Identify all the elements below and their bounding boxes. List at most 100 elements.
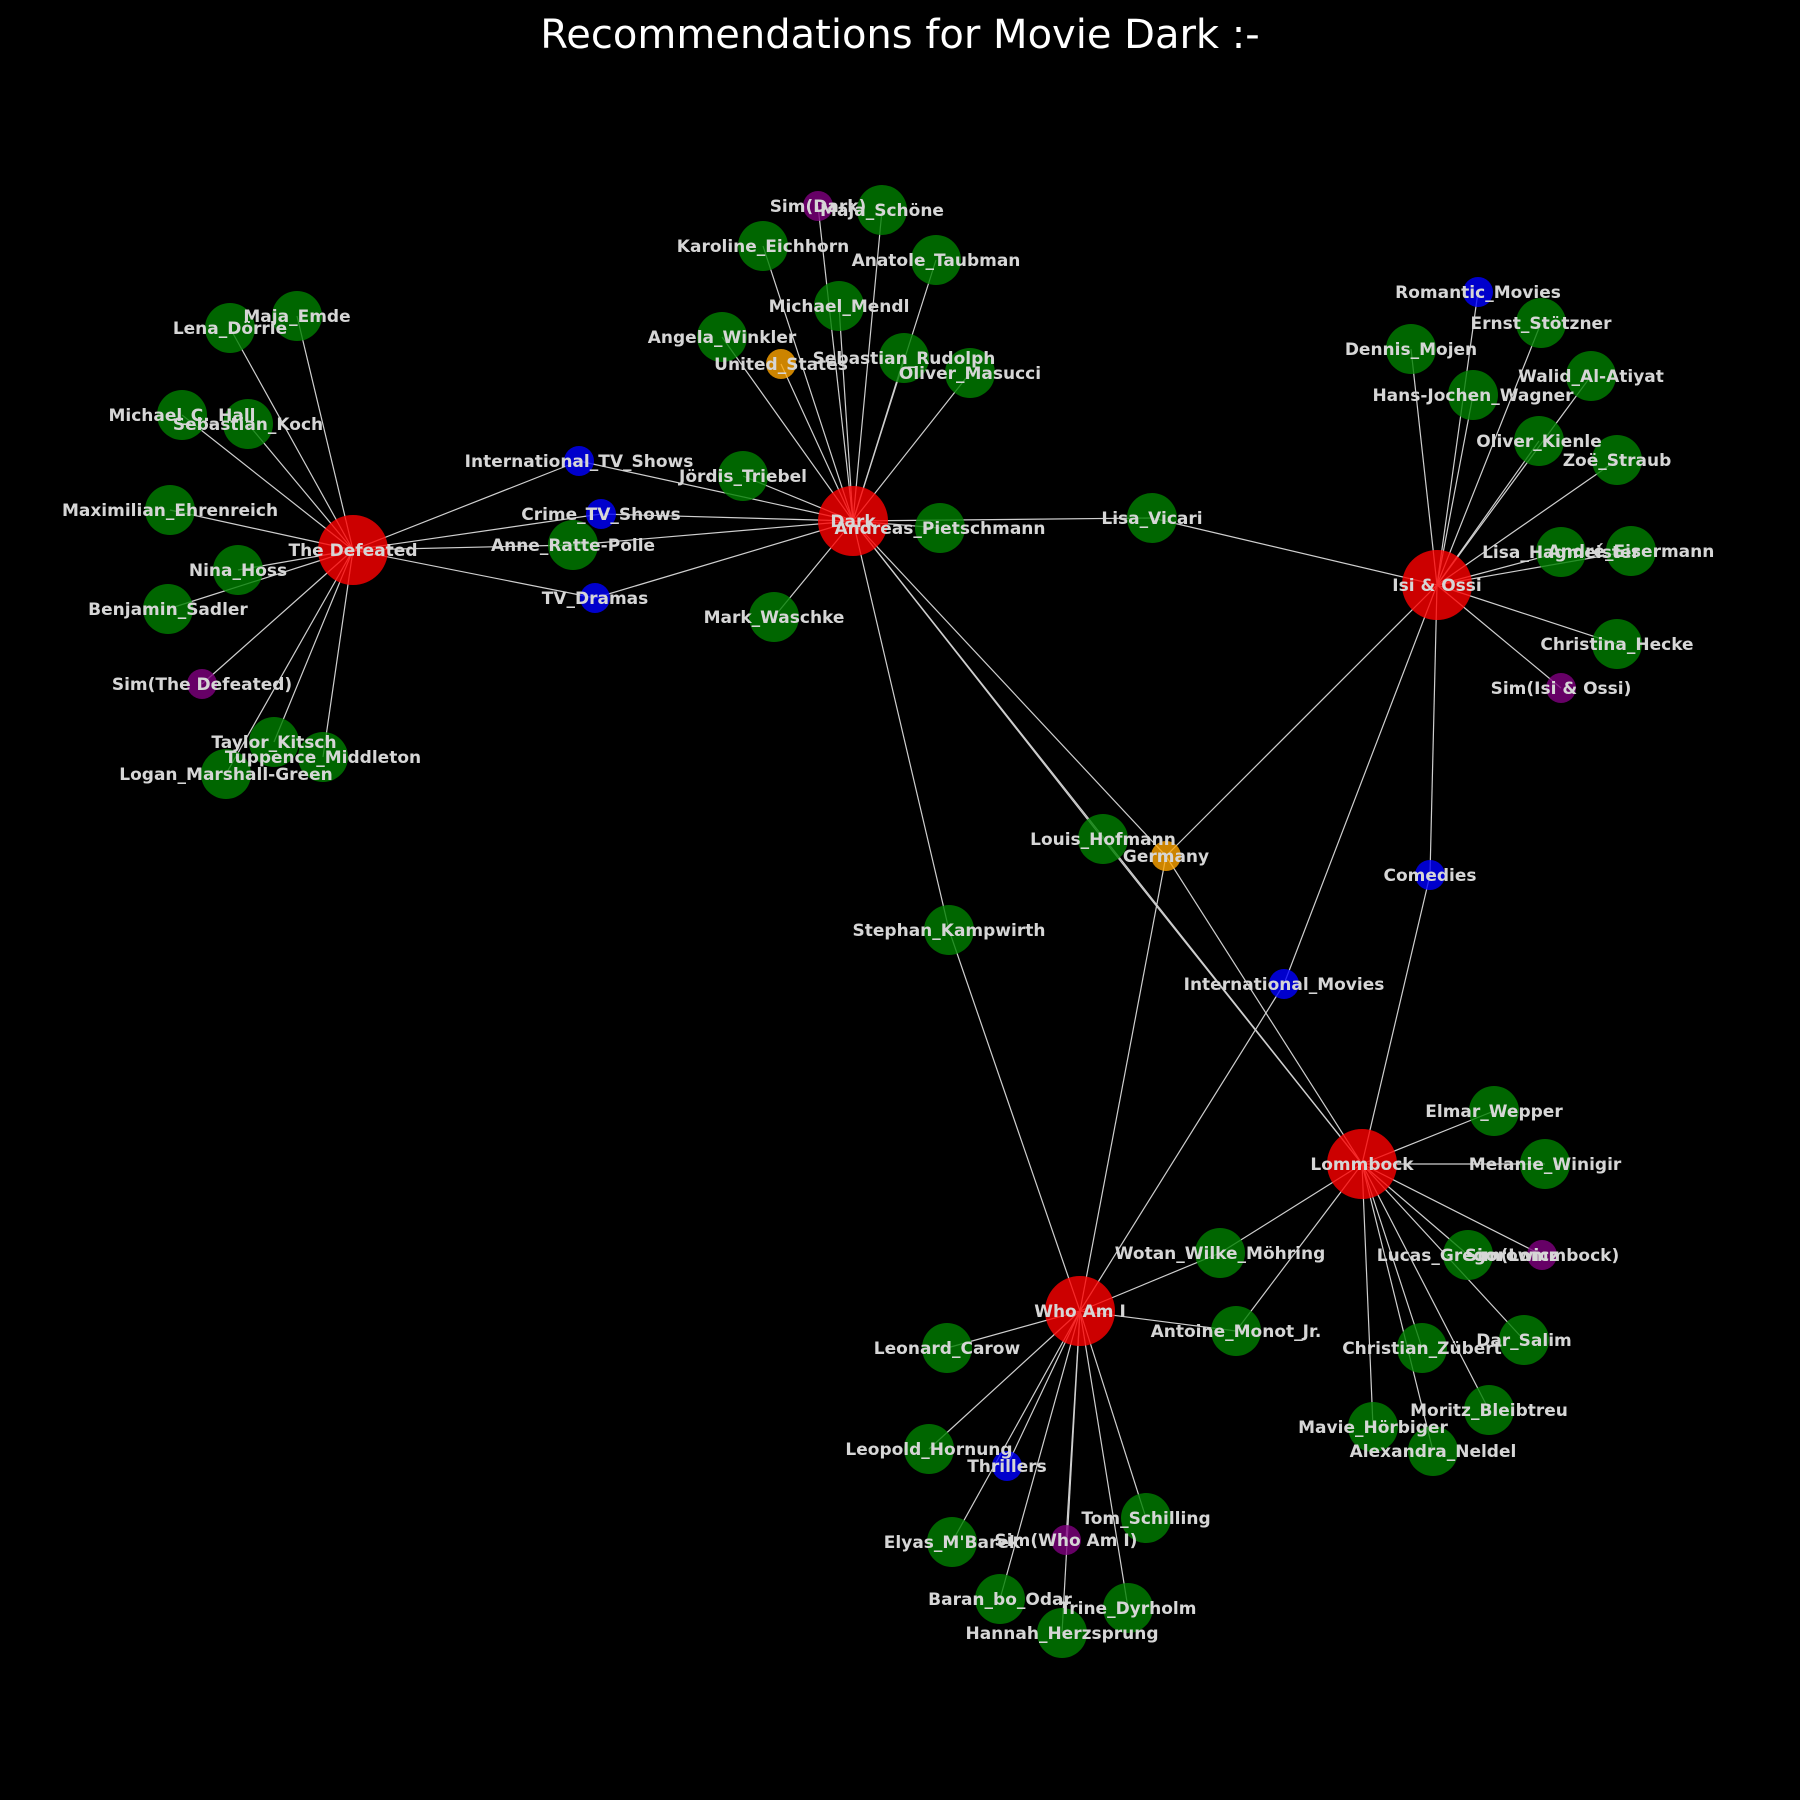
node-label-sebastian-rudolph: Sebastian_Rudolph [813,349,996,369]
node-actor-anatole-taubman [911,235,961,285]
edge-isi-ossi-international-movies [1283,584,1438,985]
node-actor-karoline-eichhorn [738,221,788,271]
edge-the-defeated-michael-c-hall [181,414,354,551]
edge-dark-crime-tv-shows [600,513,854,522]
node-actor-louis-hofmann [1078,814,1128,864]
node-actor-andr-eisermann [1606,526,1656,576]
edge-who-am-i-tom-schilling [1079,1310,1147,1519]
edge-dark-international-tv-shows [578,460,854,522]
node-label-sim-who-am-i: Sim(Who Am I) [995,1531,1138,1551]
node-label-karoline-eichhorn: Karoline_Eichhorn [677,237,849,257]
edge-lommbock-louis-hofmann [1102,838,1363,1165]
node-label-elmar-wepper: Elmar_Wepper [1425,1102,1563,1122]
node-label-andreas-pietschmann: Andreas_Pietschmann [834,519,1045,539]
edge-the-defeated-logan-marshall-green [225,549,354,775]
node-actor-tom-schilling [1121,1493,1171,1543]
node-label-dark: Dark [830,512,876,532]
node-actor-michael-mendl [814,281,864,331]
node-label-sim-the-defeated: Sim(The Defeated) [112,675,292,695]
node-label-j-rdis-triebel: Jördis_Triebel [678,467,807,487]
node-label-crime-tv-shows: Crime_TV_Shows [521,505,681,525]
node-label-sim-lommbock: Sim(Lommbock) [1465,1246,1620,1266]
node-label-sim-dark: Sim(Dark) [770,197,867,217]
edge-lommbock-moritz-bleibtreu [1361,1163,1490,1411]
node-country-united-states [766,349,796,379]
node-actor-dennis-mojen [1386,324,1436,374]
edge-who-am-i-germany [1079,855,1167,1312]
edge-dark-sim-dark [817,205,854,522]
edge-the-defeated-lena-d-rrie [229,327,354,551]
node-label-oliver-masucci: Oliver_Masucci [899,364,1041,384]
edge-the-defeated-maja-emde [296,315,354,551]
node-label-oliver-kienle: Oliver_Kienle [1476,432,1602,452]
node-label-germany: Germany [1123,847,1209,867]
node-actor-taylor-kitsch [249,717,299,767]
node-label-michael-mendl: Michael_Mendl [769,297,910,317]
node-label-the-defeated: The Defeated [288,541,417,561]
node-actor-melanie-winigir [1520,1139,1570,1189]
node-movie-dark [818,486,888,556]
edge-isi-ossi-ernst-st-tzner [1436,322,1542,586]
node-actor-logan-marshall-green [201,749,251,799]
node-country-germany [1151,841,1181,871]
node-actor-ernst-st-tzner [1516,298,1566,348]
node-genre-international-movies [1269,969,1299,999]
node-label-baran-bo-odar: Baran_bo_Odar [928,1590,1072,1610]
node-genre-crime-tv-shows [586,499,616,529]
node-similar-sim-lommbock [1527,1240,1557,1270]
node-actor-elmar-wepper [1469,1086,1519,1136]
edge-dark-maja-sch-ne [852,209,883,522]
edge-lommbock-dar-salim [1361,1163,1525,1341]
node-actor-walid-al-atiyat [1566,351,1616,401]
node-actor-hannah-herzsprung [1037,1608,1087,1658]
node-actor-tuppence-middleton [298,732,348,782]
edge-lommbock-mavie-h-rbiger [1361,1163,1374,1428]
node-genre-romantic-movies [1463,277,1493,307]
node-actor-maja-sch-ne [857,185,907,235]
node-label-sim-isi-ossi: Sim(Isi & Ossi) [1491,679,1632,699]
node-actor-lisa-vicari [1127,493,1177,543]
node-label-stephan-kampwirth: Stephan_Kampwirth [853,921,1046,941]
edge-lommbock-comedies [1361,874,1431,1165]
node-actor-maja-emde [272,291,322,341]
node-label-leonard-carow: Leonard_Carow [874,1339,1021,1359]
node-actor-christina-hecke [1592,619,1642,669]
node-label-international-tv-shows: International_TV_Shows [465,452,694,472]
edge-isi-ossi-zo-straub [1436,459,1618,586]
node-actor-baran-bo-odar [975,1574,1025,1624]
node-label-comedies: Comedies [1383,866,1476,886]
node-genre-international-tv-shows [564,446,594,476]
node-label-leopold-hornung: Leopold_Hornung [845,1440,1012,1460]
edge-lommbock-germany [1165,855,1363,1165]
node-label-nina-hoss: Nina_Hoss [189,561,287,581]
node-label-angela-winkler: Angela_Winkler [648,328,797,348]
node-actor-dar-salim [1499,1315,1549,1365]
node-label-taylor-kitsch: Taylor_Kitsch [211,733,336,753]
edge-isi-ossi-comedies [1429,584,1438,876]
node-label-zo-straub: Zoë_Straub [1563,451,1672,471]
node-label-anne-ratte-polle: Anne_Ratte-Polle [491,536,655,556]
node-actor-leonard-carow [922,1323,972,1373]
node-label-christian-z-bert: Christian_Zübert [1342,1339,1502,1359]
node-label-hans-jochen-wagner: Hans-Jochen_Wagner [1372,386,1574,406]
graph-title: Recommendations for Movie Dark :- [540,12,1259,58]
node-actor-sebastian-rudolph [879,333,929,383]
node-label-louis-hofmann: Louis_Hofmann [1030,830,1176,850]
node-label-maja-sch-ne: Maja_Schöne [820,201,944,221]
node-label-hannah-herzsprung: Hannah_Herzsprung [965,1624,1158,1644]
edge-isi-ossi-walid-al-atiyat [1436,375,1592,586]
node-label-michael-c-hall: Michael_C._Hall [108,406,255,426]
node-similar-sim-isi-ossi [1546,673,1576,703]
node-actor-mark-waschke [749,592,799,642]
node-label-lucas-gregorowicz: Lucas_Gregorowicz [1377,1246,1559,1266]
node-actor-zo-straub [1592,435,1642,485]
node-actor-hans-jochen-wagner [1448,370,1498,420]
node-label-antoine-monot-jr: Antoine_Monot_Jr. [1151,1322,1322,1342]
node-label-maximilian-ehrenreich: Maximilian_Ehrenreich [62,501,278,521]
node-actor-nina-hoss [213,545,263,595]
node-label-elyas-m-barek: Elyas_M'Barek [884,1533,1021,1553]
node-actor-moritz-bleibtreu [1464,1385,1514,1435]
node-actor-sebastian-koch [223,399,273,449]
node-actor-elyas-m-barek [927,1517,977,1567]
